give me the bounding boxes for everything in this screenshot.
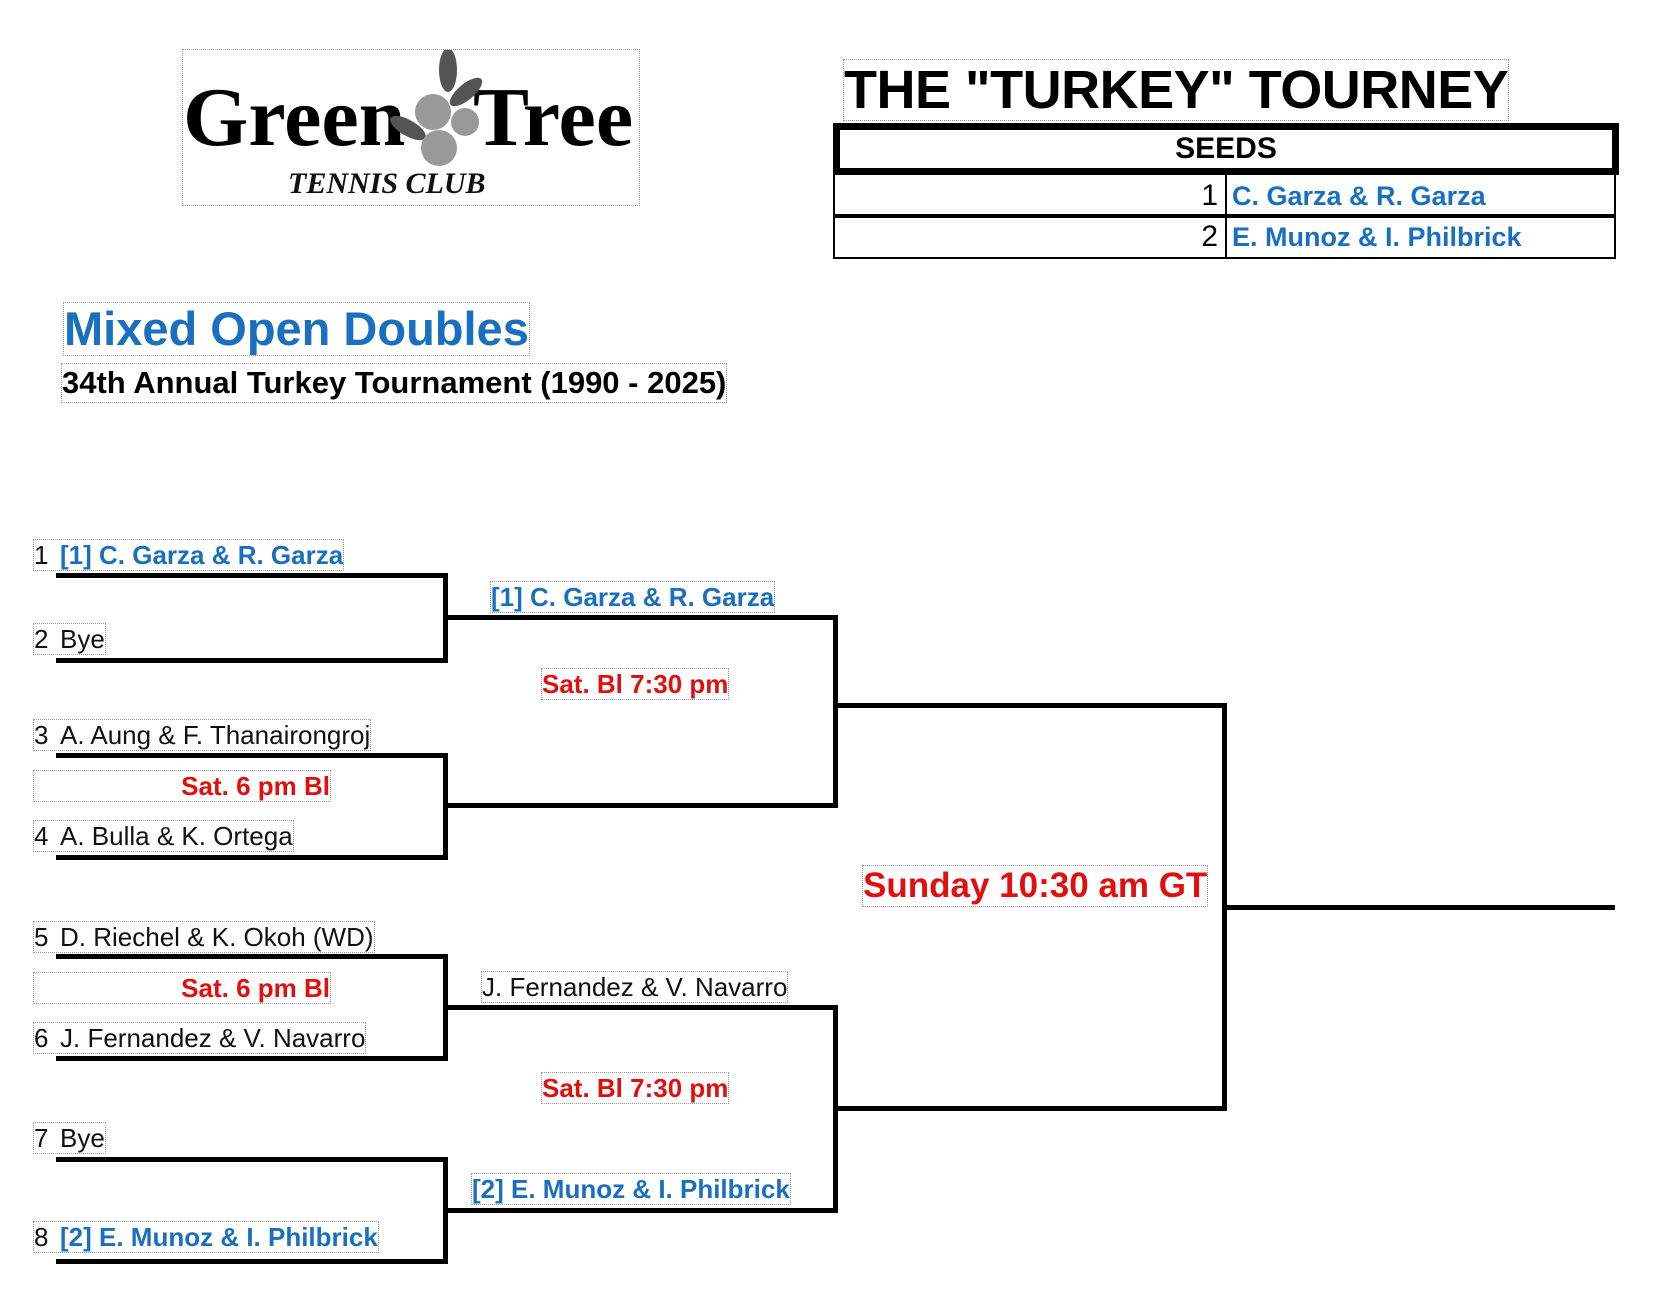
bracket-entry: 1[1] C. Garza & R. Garza [32,539,345,571]
bracket-line [56,573,446,578]
club-logo: Green Tree TENNIS CLUB [182,48,640,206]
seed-team: C. Garza & R. Garza [1232,181,1486,211]
match-schedule: Sat. Bl 7:30 pm [540,668,730,700]
bracket-line-champion [1224,905,1615,910]
bracket-line [443,1157,448,1264]
bracket-entry-round2: [1] C. Garza & R. Garza [489,581,776,613]
seed-number: 1 [1201,179,1218,212]
bracket-line [56,1056,446,1061]
svg-text:Green: Green [183,71,405,164]
bracket-line [443,954,448,1061]
bracket-line [833,615,838,808]
event-name: Mixed Open Doubles [63,302,530,356]
bracket-entry-round2: J. Fernandez & V. Navarro [480,971,789,1003]
match-schedule: Sat. Bl 7:30 pm [540,1072,730,1104]
match-schedule: Sat. 6 pm Bl [33,770,331,802]
tournament-title: THE "TURKEY" TOURNEY [842,59,1510,121]
tennis-ball-tree-icon: Green Tree TENNIS CLUB [183,48,633,200]
bracket-line [836,703,1227,708]
svg-text:Tree: Tree [473,71,633,164]
bracket-line [446,803,838,808]
seed-row: 1 C. Garza & R. Garza [833,175,1616,218]
seeds-header: SEEDS [833,123,1619,175]
bracket-line [56,658,446,663]
seed-number: 2 [1201,220,1218,253]
bracket-line [446,615,838,620]
bracket-line [56,753,446,758]
bracket-line [443,573,448,663]
final-schedule: Sunday 10:30 am GT [861,865,1209,907]
event-subtitle: 34th Annual Turkey Tournament (1990 - 20… [60,363,728,403]
bracket-line [836,1106,1227,1111]
match-schedule: Sat. 6 pm Bl [33,972,331,1004]
bracket-line [446,1208,838,1213]
bracket-entry: 8[2] E. Munoz & I. Philbrick [33,1221,379,1253]
bracket-entry-round2: [2] E. Munoz & I. Philbrick [471,1173,791,1205]
svg-text:TENNIS CLUB: TENNIS CLUB [288,167,486,200]
bracket-line [443,753,448,860]
seed-team: E. Munoz & I. Philbrick [1232,222,1522,252]
bracket-line [56,1259,446,1264]
bracket-line [446,1005,838,1010]
seed-row: 2 E. Munoz & I. Philbrick [833,214,1616,259]
bracket-line [833,1005,838,1213]
bracket-line [56,954,446,959]
bracket-line [56,1157,446,1162]
bracket-line [56,855,446,860]
